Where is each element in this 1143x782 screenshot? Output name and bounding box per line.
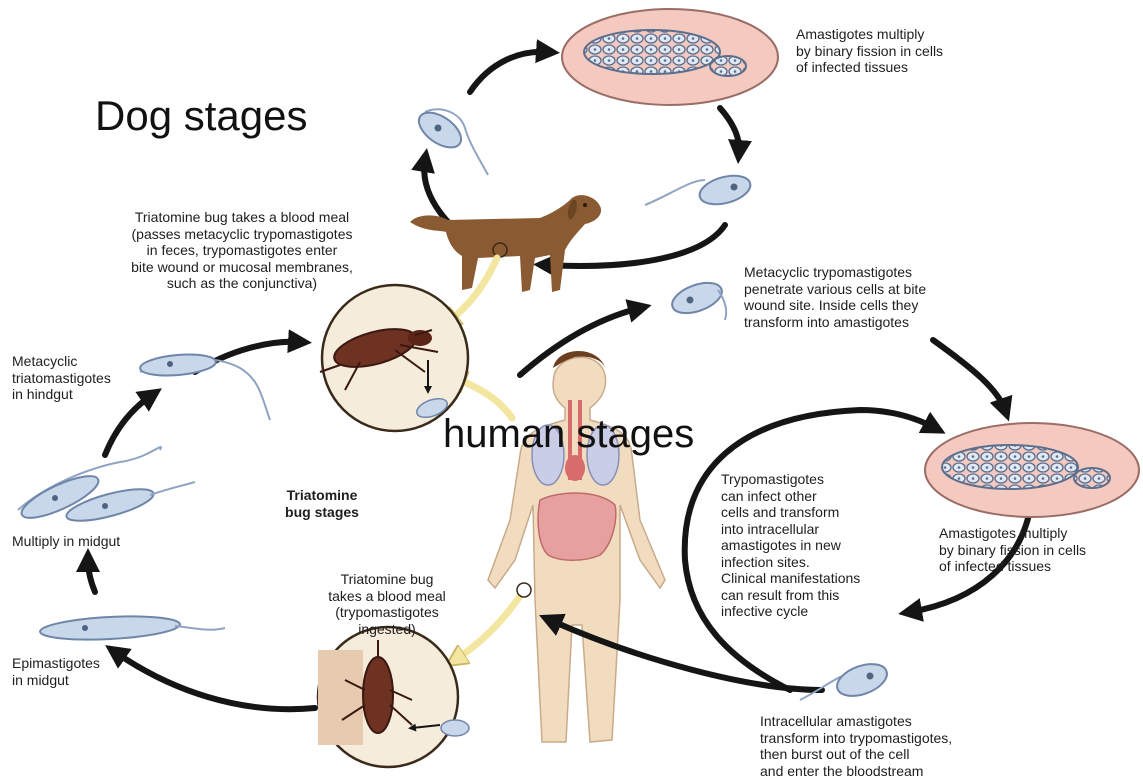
trypomastigote-intracellular [800,658,891,702]
label-line: and enter the bloodstream [760,763,952,780]
trypomastigote-dog-right [645,171,753,210]
label-line: of infected tissues [939,558,1086,575]
label-line: cells and transform [721,504,860,521]
label-metacyclic-penetrate: Metacyclic trypomastigotes penetrate var… [744,264,926,330]
label-line: Clinical manifestations [721,570,860,587]
label-line: into intracellular [721,521,860,538]
label-line: Trypomastigotes [721,471,860,488]
bug-cycle-arrows [88,342,315,709]
label-line: Metacyclic trypomastigotes [744,264,926,281]
label-line: transform into amastigotes [744,314,926,331]
label-line: penetrate various cells at bite [744,281,926,298]
label-line: Amastigotes multiply [939,525,1086,542]
label-trypomastigotes-infect: Trypomastigotes can infect other cells a… [721,471,860,620]
label-metacyclic-hindgut: Metacyclic triatomastigotes in hindgut [12,353,111,403]
parasite-midgut [17,447,195,527]
bite-site-human [517,583,531,597]
label-line: Triatomine bug [312,571,462,588]
label-line: transform into trypomastigotes, [760,730,952,747]
label-line: in hindgut [12,386,111,403]
label-line: can result from this [721,587,860,604]
label-line: Amastigotes multiply [796,26,943,43]
infected-tissue-cell-right [925,423,1139,517]
label-line: (passes metacyclic trypomastigotes [92,226,392,243]
label-line: such as the conjunctiva) [92,275,392,292]
label-bug-meal-dog: Triatomine bug takes a blood meal (passe… [92,209,392,292]
bug-circle-bottom [318,627,469,767]
label-line: (trypomastigotes [312,604,462,621]
label-line: Epimastigotes [12,655,100,672]
label-line: amastigotes in new [721,537,860,554]
label-line: infection sites. [721,554,860,571]
label-line: takes a blood meal [312,588,462,605]
label-line: in midgut [12,672,100,689]
human-figure [488,351,665,742]
label-line: can infect other [721,488,860,505]
label-amastigotes-human: Amastigotes multiply by binary fission i… [939,525,1086,575]
label-line: of infected tissues [796,59,943,76]
label-line: infective cycle [721,603,860,620]
label-line: triatomastigotes [12,370,111,387]
label-line: wound site. Inside cells they [744,297,926,314]
heading-human-stages: human stages [443,412,694,457]
label-bug-meal-human: Triatomine bug takes a blood meal (trypo… [312,571,462,637]
label-line: then burst out of the cell [760,746,952,763]
label-line: Metacyclic [12,353,111,370]
label-multiply-midgut: Multiply in midgut [12,533,120,550]
label-line: Intracellular amastigotes [760,713,952,730]
label-intracellular: Intracellular amastigotes transform into… [760,713,952,779]
label-line: Triatomine bug takes a blood meal [92,209,392,226]
label-line: ingested) [312,621,462,638]
heading-bug-line-1: Triatomine [262,487,382,504]
heading-bug-stages: Triatomine bug stages [262,487,382,520]
label-line: by binary fission in cells [939,542,1086,559]
parasite-hindgut [139,352,270,420]
trypomastigote-human-top [668,277,726,320]
heading-bug-line-2: bug stages [262,504,382,521]
infected-tissue-cell-top [562,9,778,105]
label-line: by binary fission in cells [796,43,943,60]
label-epimastigotes: Epimastigotes in midgut [12,655,100,688]
heading-dog-stages: Dog stages [95,92,307,140]
parasite-epimastigote [40,613,225,642]
label-line: in feces, trypomastigotes enter [92,242,392,259]
label-amastigotes-dog: Amastigotes multiply by binary fission i… [796,26,943,76]
label-line: bite wound or mucosal membranes, [92,259,392,276]
